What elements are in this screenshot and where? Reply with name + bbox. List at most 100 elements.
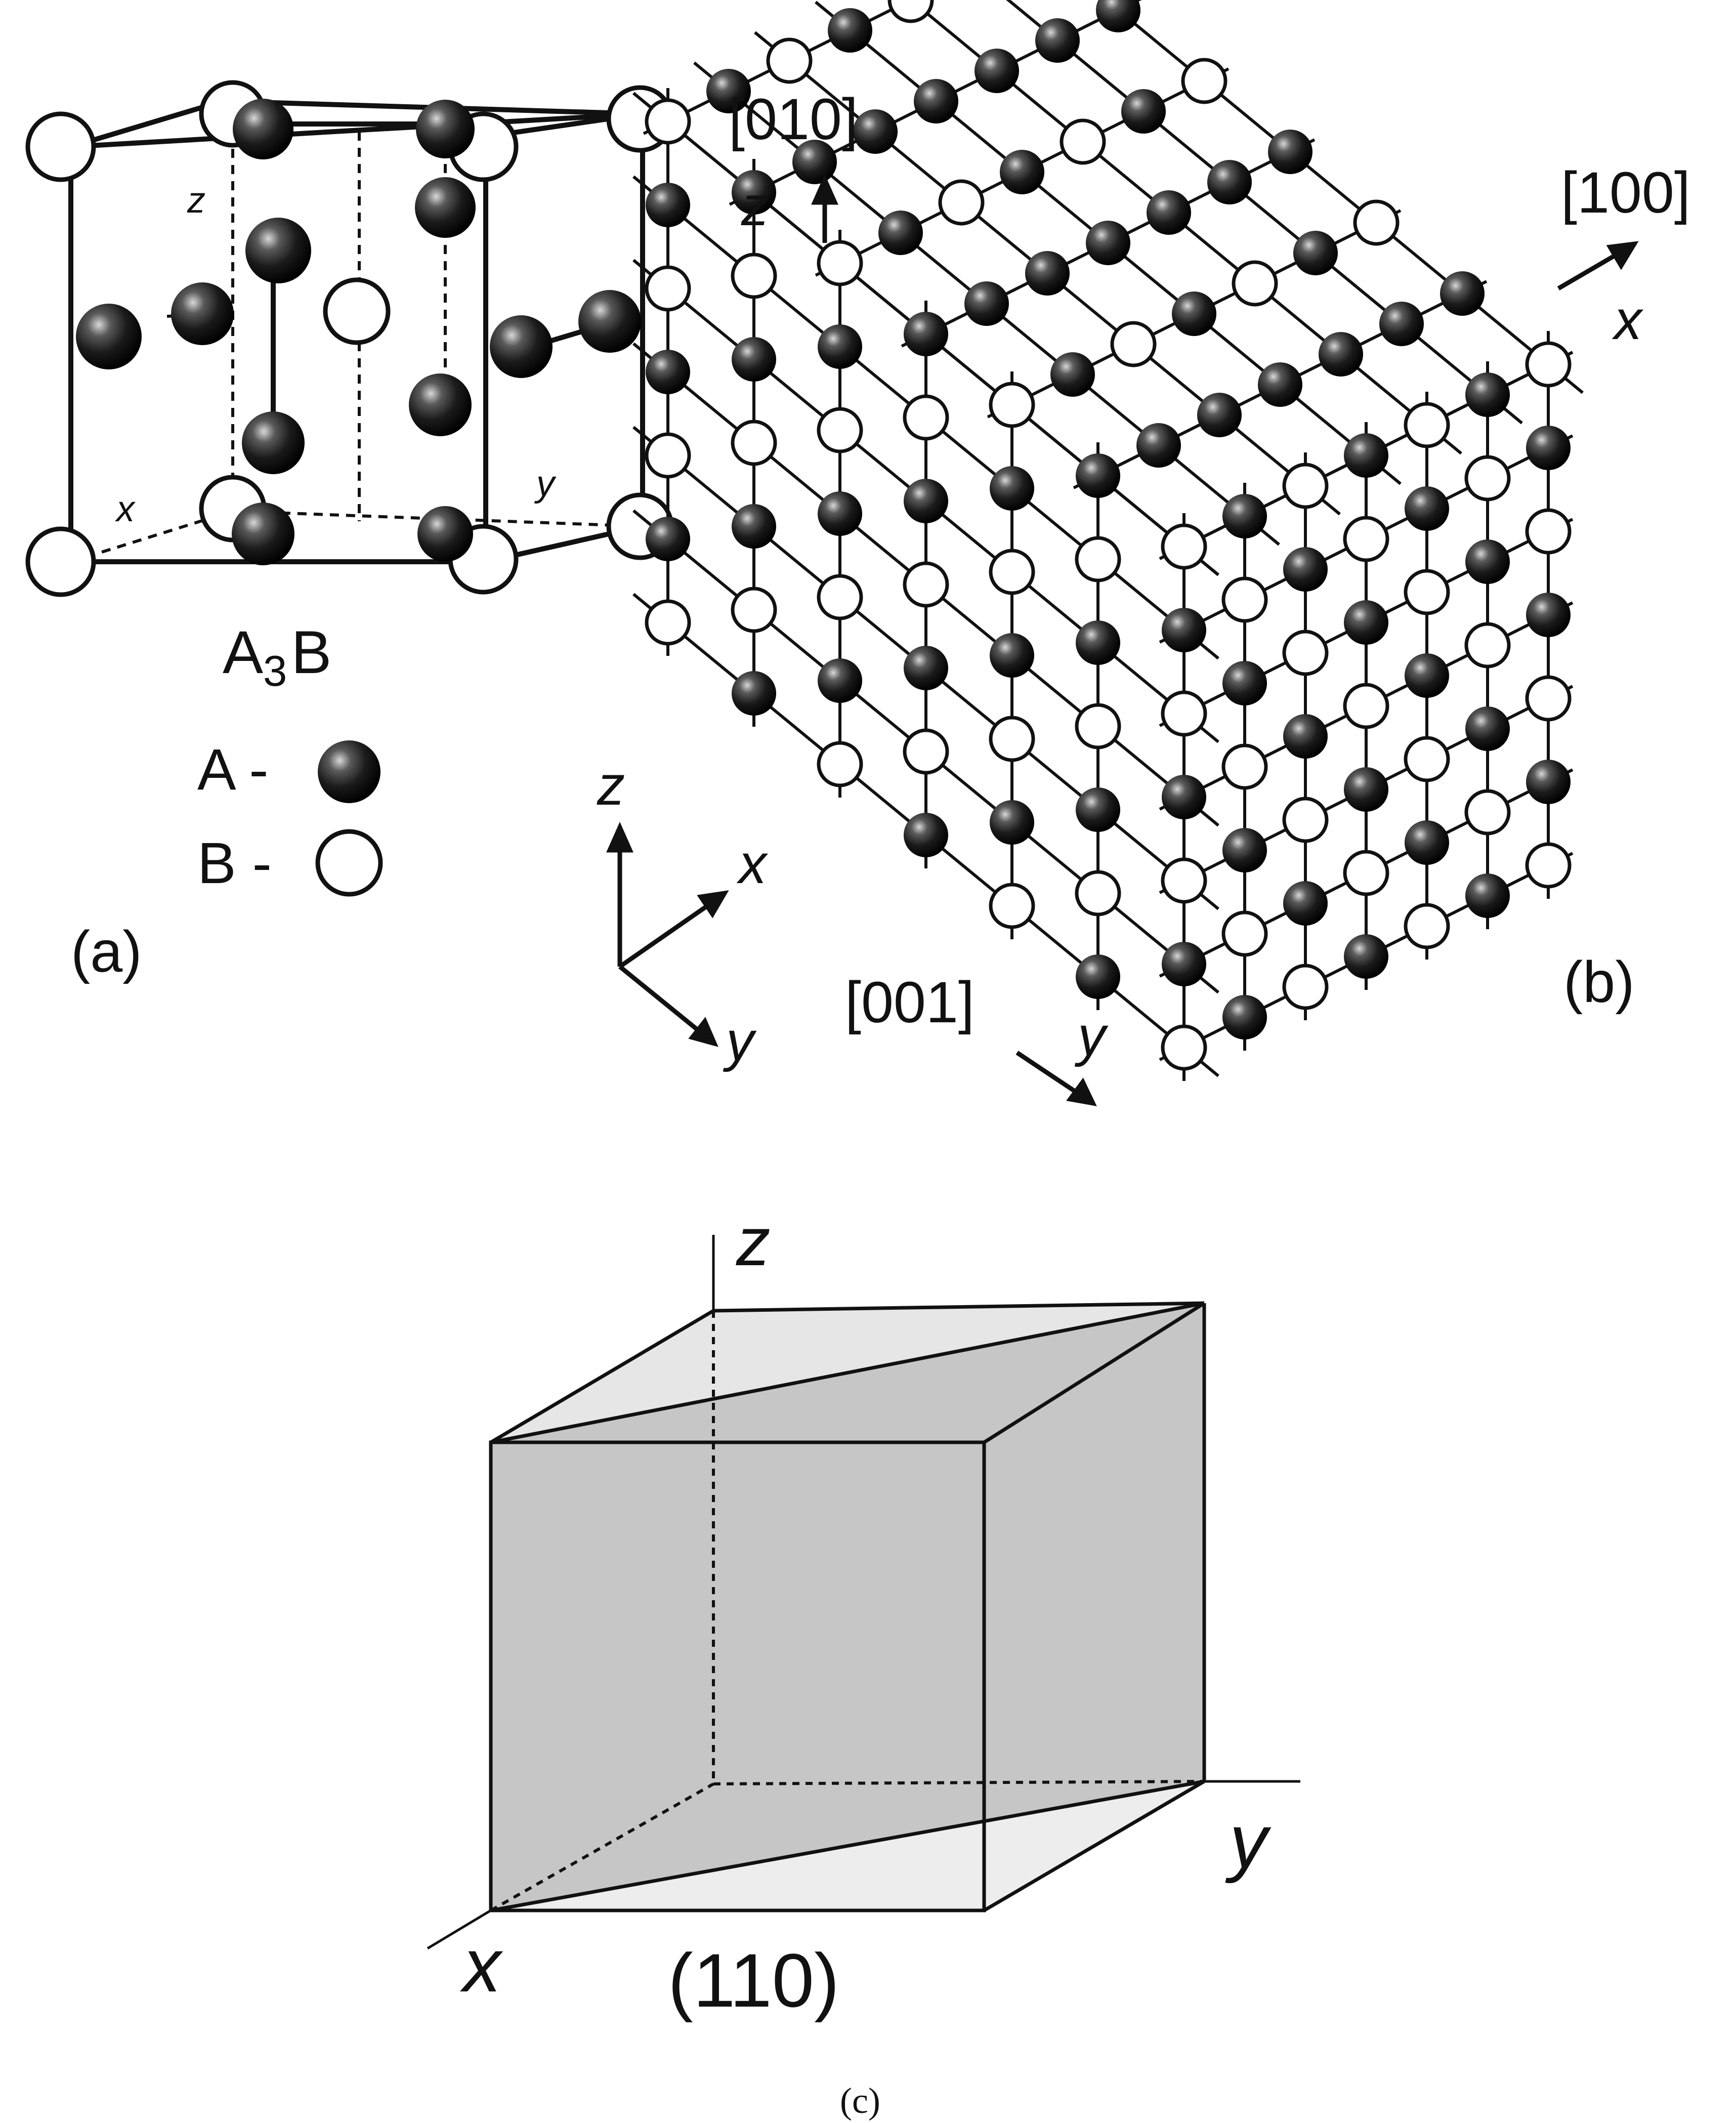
a-atom [1465,706,1510,751]
a-atom [1405,820,1449,865]
a-atom [706,69,751,113]
b-atom [645,599,691,646]
panel-c-axis-z: z [736,1203,771,1280]
panel-b-triad-z: z [597,755,625,817]
panel-b: [010] [100] [001] z x y (b) z x y [597,0,1690,1106]
a-atom [1222,661,1267,705]
a-atom [646,517,690,561]
panel-b-triad-x: x [736,833,769,895]
b-atom [1353,199,1400,246]
a-atom [904,646,948,690]
a-atom [578,290,641,353]
panel-c-hidden-edges [490,1311,1205,1912]
a-atom [964,281,1009,326]
b-atom [1525,842,1572,889]
a-atom [732,671,776,716]
a-atom [417,506,473,562]
lattice-line [1103,0,1584,394]
b-atom [1161,523,1207,570]
a-atom [233,99,293,159]
a-atom [490,315,553,378]
panel-c-110-plane [491,1303,1204,1910]
panel-c: z y x (110) (c) [427,1203,1300,2121]
a-atom [76,304,142,369]
a-atom [1076,954,1120,999]
panel-b-axis-x: x [1612,289,1644,351]
a-atom [878,211,923,255]
a-atom [1035,18,1080,63]
b-atom [1464,622,1511,669]
b-atom [1282,463,1329,509]
b-atom [989,883,1035,929]
a-atom [1344,934,1388,979]
panel-c-plane-label: (110) [668,1938,839,2023]
a-atom [1526,593,1571,637]
b-atom [1161,857,1207,904]
b-atom [989,549,1035,595]
a-atom [828,8,872,53]
b-atom [645,98,691,145]
a-atom [1319,332,1363,377]
b-atom [1282,964,1329,1010]
a-atom [1136,423,1181,468]
a-atom [1283,547,1328,592]
a-atom [1465,372,1510,417]
panel-a-a-atoms [76,99,641,565]
b-atom [1075,703,1121,750]
panel-a-legend-b-atom [315,829,383,897]
a-atom [818,658,862,703]
lattice-line [1006,0,1523,425]
b-atom [989,716,1035,762]
a-atom [1379,302,1424,346]
a-atom [171,282,234,345]
a-atom [853,109,898,154]
a-atom [1222,828,1267,872]
b-atom [817,574,863,620]
a-atom [1526,760,1571,804]
a-atom [732,504,776,549]
a-atom [1162,775,1206,819]
a-atom [232,503,294,565]
a-atom [904,312,948,356]
b-atom [1464,455,1511,502]
a-atom [1293,231,1338,275]
b-atom [903,728,949,775]
b-atom [1161,1024,1207,1071]
panel-a-axis-x: x [115,489,136,529]
a-atom [1258,362,1302,407]
b-atom [1075,870,1121,917]
b-atom [938,179,985,226]
a-atom [990,800,1034,845]
panel-c-axes [427,1235,1300,1950]
panel-a-legend-a-atom [318,740,380,803]
a-atom [1440,271,1485,316]
b-atom [817,741,863,787]
panel-a-legend-a-label: A - [197,737,269,802]
panel-b-axis-z: z [741,175,769,237]
b-atom [1282,630,1329,676]
panel-b-direction-arrows [811,174,1639,1106]
a-atom [732,170,776,215]
b-atom [1404,569,1450,615]
a-atom [242,411,305,474]
panel-a-formula: A3B [223,618,331,695]
b-atom [1343,850,1389,896]
b-atom [1161,690,1207,737]
a-atom [1121,89,1166,134]
a-atom [1344,433,1388,478]
a-atom [1344,767,1388,812]
a-atom [646,350,690,394]
a-atom [818,324,862,369]
b-atom [1181,58,1227,104]
a-atom [1076,787,1120,832]
panel-a-legend-b-label: B - [197,831,272,896]
panel-c-caption: (c) [840,2080,880,2121]
a-atom [1147,190,1191,235]
b-atom [645,432,691,479]
a-atom [990,633,1034,678]
b-atom [645,265,691,312]
panel-b-label: (b) [1563,950,1635,1015]
a-atom [1526,426,1571,470]
b-atom [1221,576,1268,623]
